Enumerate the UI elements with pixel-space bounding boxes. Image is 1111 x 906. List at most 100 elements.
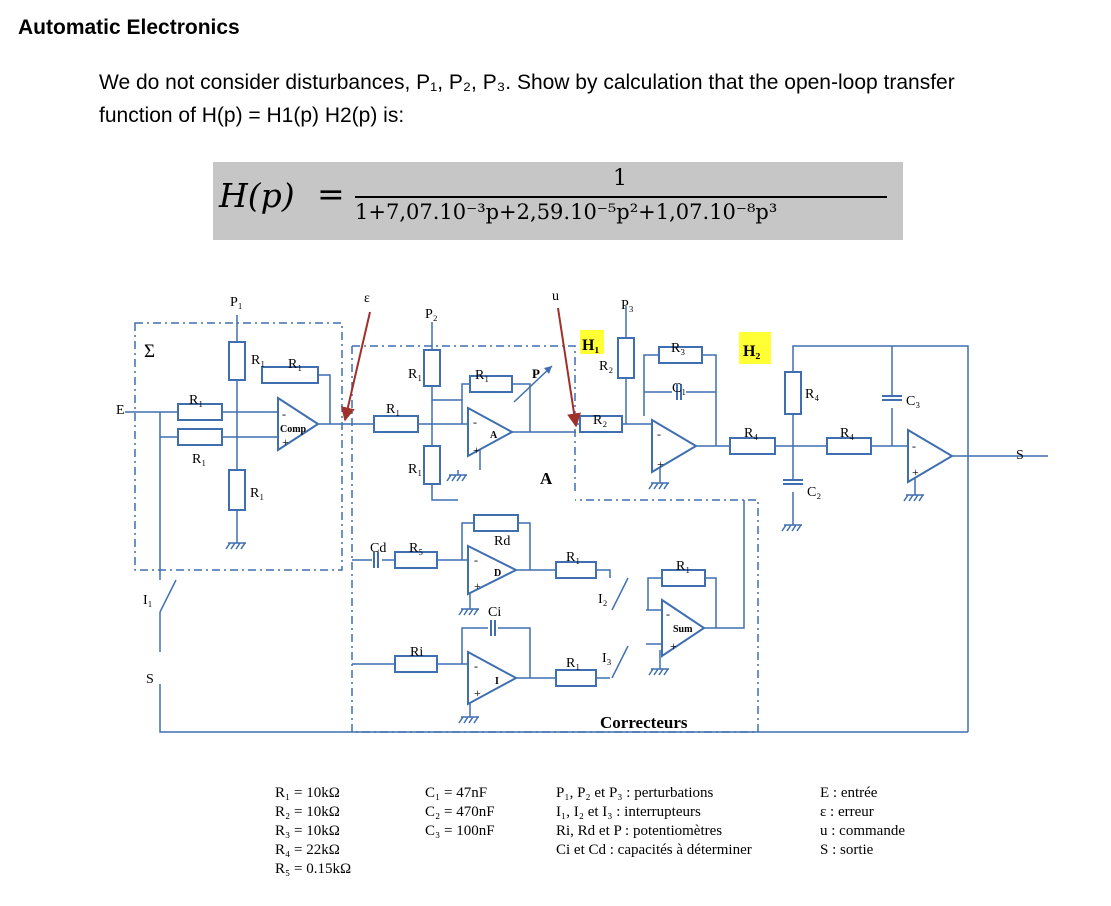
- problem-statement: We do not consider disturbances, P₁, P₂,…: [99, 71, 955, 127]
- ri-label: Ri: [410, 645, 423, 660]
- h1-label: H₁: [582, 337, 599, 354]
- capacitor-c2: [783, 479, 803, 485]
- r1-label-l: R₁: [676, 559, 690, 574]
- amp-sum-plus: +: [670, 639, 677, 653]
- amp-h1-plus: +: [657, 457, 664, 471]
- switch-i3: [611, 645, 629, 679]
- legend-line: P₁, P₂ et P₃ : perturbations: [556, 785, 714, 801]
- r1-label-b: R₁: [288, 357, 302, 372]
- comp-minus: -: [282, 407, 286, 421]
- r1-label-c: R₁: [189, 393, 203, 408]
- amp-d-plus: +: [474, 579, 481, 593]
- legend-line: Ri, Rd et P : potentiomètres: [556, 823, 723, 839]
- switch-i3-label: I₃: [602, 651, 612, 666]
- r1-label-k: R₁: [566, 656, 580, 671]
- u-arrow: [557, 307, 582, 428]
- amp-sum-label: Sum: [673, 624, 693, 635]
- r1-label-g: R₁: [386, 402, 400, 417]
- switch-i2-label: I₂: [598, 592, 608, 607]
- correcteurs-label: Correcteurs: [600, 713, 688, 732]
- op-amps: [277, 396, 954, 706]
- legend-line: S : sortie: [820, 842, 874, 858]
- opamp-sum: [661, 598, 706, 658]
- legend-line: C₂ = 470nF: [425, 804, 495, 820]
- amp-h2-plus: +: [912, 465, 919, 479]
- sigma-label: Σ: [144, 341, 155, 362]
- p1-label: P₁: [230, 295, 243, 310]
- r2-label-a: R₂: [599, 359, 613, 374]
- potentiometer-arrow: [513, 365, 553, 403]
- h1-highlight: [580, 330, 604, 354]
- r3-label: R₃: [671, 341, 685, 356]
- h2-label: H₂: [743, 343, 760, 360]
- r1-label-d: R₁: [192, 452, 206, 467]
- r1-label-e: R₁: [250, 486, 264, 501]
- r4-label-b: R₄: [744, 426, 758, 441]
- capacitor-ci: [490, 620, 496, 636]
- switch-i1: [159, 579, 177, 613]
- legend-line: C₃ = 100nF: [425, 823, 495, 839]
- legend-line: R₄ = 22kΩ: [275, 842, 340, 858]
- legend-line: ε : erreur: [820, 804, 874, 820]
- r1-label-f: R₁: [408, 367, 422, 382]
- r2-label-b: R₂: [593, 413, 607, 428]
- legend-line: I₁, I₂ et I₃ : interrupteurs: [556, 804, 701, 820]
- legend-line: R₃ = 10kΩ: [275, 823, 340, 839]
- legend-notes: P₁, P₂ et P₃ : perturbations I₁, I₂ et I…: [556, 784, 752, 860]
- capacitors: [373, 384, 902, 636]
- potentiometer-p-label: P: [532, 366, 540, 381]
- epsilon-arrow: [341, 311, 371, 422]
- amp-h1-minus: -: [657, 427, 661, 441]
- block-a-label: A: [540, 469, 553, 488]
- feedback-s-label: S: [146, 672, 154, 687]
- capacitor-c1: [676, 384, 682, 400]
- p3-label: P₃: [621, 298, 634, 313]
- legend-line: u : commande: [820, 823, 905, 839]
- comp-plus: +: [282, 435, 289, 449]
- amp-a-minus: -: [473, 415, 477, 429]
- legend-line: R₂ = 10kΩ: [275, 804, 340, 820]
- potentiometer-arrowhead: [544, 366, 552, 374]
- c3-label: C₃: [906, 394, 920, 409]
- c1-label: C₁: [672, 381, 686, 396]
- switches: [159, 577, 629, 679]
- switch-i1-label: I₁: [143, 593, 153, 608]
- fraction-bar: [355, 196, 887, 198]
- h2-highlight: [739, 332, 771, 364]
- legend-line: E : entrée: [820, 785, 878, 801]
- u-label: u: [552, 289, 559, 304]
- circuit-labels: Σ E S S I₁ I₂ I₃ P₁ P₂ P₃ ε u H₁ H₂ A Co…: [116, 289, 1024, 732]
- formula-lhs: H(p): [219, 176, 295, 215]
- opamp-comp: [277, 396, 320, 452]
- amp-h2-minus: -: [912, 439, 916, 453]
- output-s-label: S: [1016, 448, 1024, 463]
- amp-i-minus: -: [474, 659, 478, 673]
- opamp-i: [467, 650, 519, 706]
- resistors: [177, 337, 872, 687]
- legend-line: R₅ = 0.15kΩ: [275, 861, 352, 877]
- legend-capacitors: C₁ = 47nF C₂ = 470nF C₃ = 100nF: [425, 784, 495, 841]
- r5-label: R₅: [409, 541, 423, 556]
- legend-signals: E : entrée ε : erreur u : commande S : s…: [820, 784, 905, 860]
- formula-numerator: 1: [613, 166, 627, 191]
- amp-i-plus: +: [474, 686, 481, 700]
- switch-i2: [611, 577, 629, 611]
- r1-label-i: R₁: [475, 368, 489, 383]
- formula-equals: =: [317, 174, 345, 213]
- transfer-function-formula: H(p) = 1 1+7,07.10⁻³p+2,59.10⁻⁵p²+1,07.1…: [213, 162, 903, 240]
- amp-sum-minus: -: [666, 607, 670, 621]
- opamp-a: [467, 406, 515, 458]
- comp-label: Comp: [280, 424, 307, 435]
- r4-label-c: R₄: [840, 426, 854, 441]
- sigma-box: [134, 322, 343, 571]
- opamp-h1: [651, 418, 698, 474]
- r1-label-j: R₁: [566, 550, 580, 565]
- r1-label-h: R₁: [408, 462, 422, 477]
- input-e-label: E: [116, 403, 125, 418]
- amp-a-plus: +: [473, 443, 480, 457]
- legend-line: C₁ = 47nF: [425, 785, 488, 801]
- legend-line: R₁ = 10kΩ: [275, 785, 340, 801]
- c2-label: C₂: [807, 485, 821, 500]
- r4-label-a: R₄: [805, 387, 819, 402]
